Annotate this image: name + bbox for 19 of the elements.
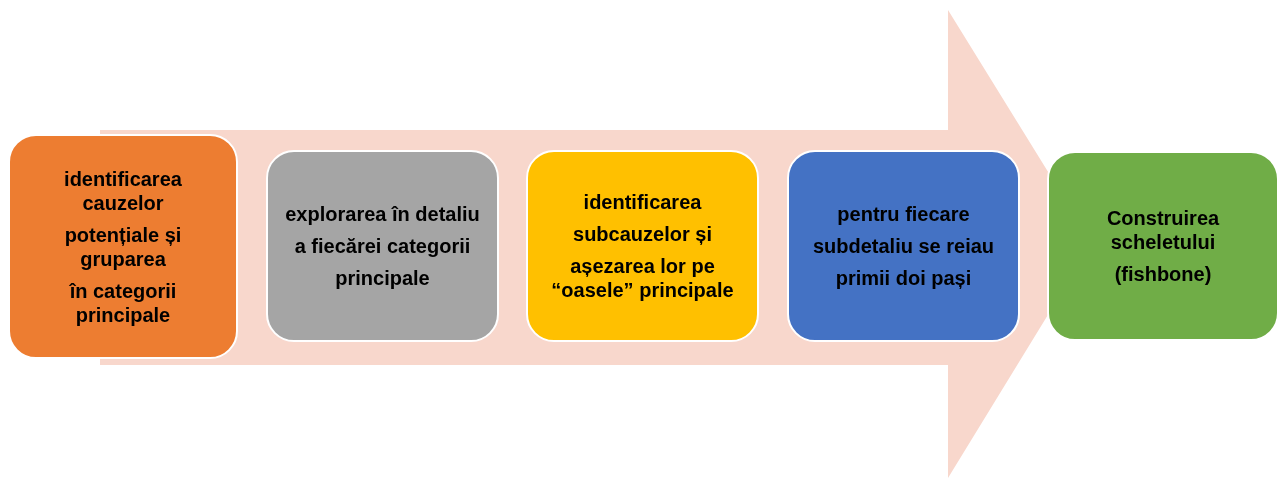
process-box (266, 150, 499, 342)
process-box (787, 150, 1020, 342)
step-text: identificarea (583, 190, 702, 214)
step-text: primii doi pași (835, 266, 972, 290)
step-text: subcauzelor și (573, 222, 712, 246)
step-text: subdetaliu se reiau (812, 234, 995, 258)
step-text: pentru fiecare (837, 202, 970, 226)
step-text: a fiecărei categorii (294, 234, 471, 258)
step-text: identificarea cauzelor (63, 166, 183, 215)
step-text: principale (335, 266, 430, 290)
step-text: explorarea în detaliu (285, 202, 480, 226)
process-box (8, 134, 238, 359)
step-text: Construirea scheletului (1105, 206, 1221, 254)
step-text: în categorii principale (68, 278, 178, 327)
process-box (526, 150, 759, 342)
step-text: (fishbone) (1114, 262, 1212, 286)
step-text: potențiale și gruparea (63, 222, 183, 271)
step-text: așezarea lor pe “oasele” principale (550, 254, 735, 302)
process-box (1047, 151, 1279, 341)
